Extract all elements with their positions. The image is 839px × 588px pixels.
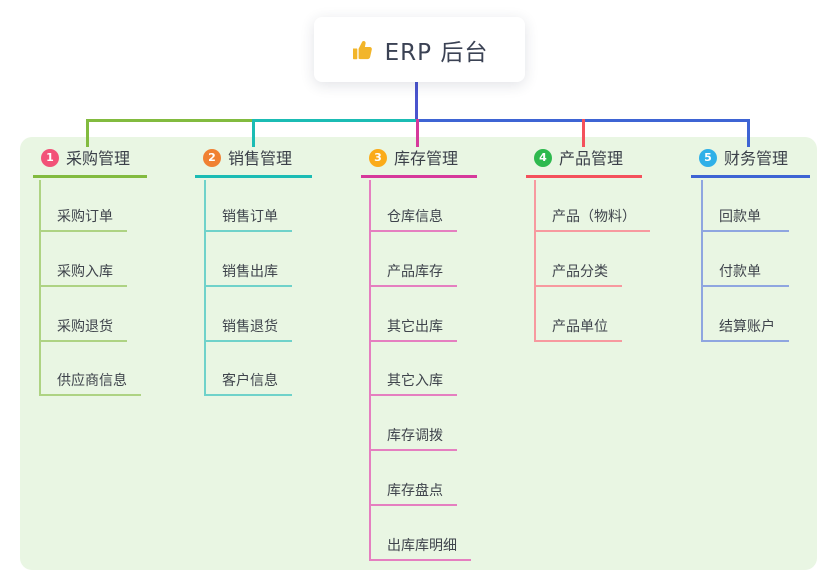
child-item[interactable]: 采购入库: [39, 257, 127, 287]
thumbs-up-icon: [351, 38, 375, 62]
root-title: ERP 后台: [384, 39, 489, 66]
branch-label: 财务管理: [724, 149, 789, 168]
badge-5: 5: [699, 149, 717, 167]
root-node[interactable]: ERP 后台: [314, 17, 525, 82]
branches-panel: [20, 137, 817, 570]
branch-spine: [39, 180, 41, 397]
badge-3: 3: [369, 149, 387, 167]
branch-title-purchase[interactable]: 1 采购管理: [33, 148, 147, 178]
badge-1: 1: [41, 149, 59, 167]
branch-label: 采购管理: [66, 149, 131, 168]
child-item[interactable]: 销售出库: [204, 257, 292, 287]
child-item[interactable]: 客户信息: [204, 366, 292, 397]
child-item[interactable]: 产品（物料）: [534, 202, 650, 232]
branch-spine: [701, 180, 703, 342]
branch-title-sales[interactable]: 2 销售管理: [195, 148, 312, 178]
branch-title-finance[interactable]: 5 财务管理: [691, 148, 810, 178]
child-item[interactable]: 销售退货: [204, 312, 292, 342]
child-item[interactable]: 产品库存: [369, 257, 457, 287]
branch-spine: [204, 180, 206, 397]
child-item[interactable]: 产品单位: [534, 312, 622, 342]
connector-line: [415, 82, 418, 122]
badge-2: 2: [203, 149, 221, 167]
connector-line: [86, 119, 254, 122]
connector-line: [416, 119, 749, 122]
child-item[interactable]: 其它入库: [369, 366, 457, 397]
child-item[interactable]: 仓库信息: [369, 202, 457, 232]
branch-title-product[interactable]: 4 产品管理: [526, 148, 642, 178]
badge-4: 4: [534, 149, 552, 167]
child-item[interactable]: 库存调拨: [369, 421, 457, 452]
child-item[interactable]: 出库库明细: [369, 531, 471, 561]
child-item[interactable]: 结算账户: [701, 312, 789, 342]
branch-title-inventory[interactable]: 3 库存管理: [361, 148, 477, 178]
connector-line: [252, 119, 418, 122]
child-item[interactable]: 库存盘点: [369, 476, 457, 506]
child-item[interactable]: 采购退货: [39, 312, 127, 342]
child-item[interactable]: 采购订单: [39, 202, 127, 232]
child-item[interactable]: 其它出库: [369, 312, 457, 342]
branch-label: 库存管理: [394, 149, 459, 168]
child-item[interactable]: 付款单: [701, 257, 789, 287]
branch-spine: [369, 180, 371, 561]
branch-label: 销售管理: [228, 149, 293, 168]
child-item[interactable]: 产品分类: [534, 257, 622, 287]
branch-spine: [534, 180, 536, 342]
child-item[interactable]: 供应商信息: [39, 366, 141, 397]
child-item[interactable]: 回款单: [701, 202, 789, 232]
branch-label: 产品管理: [559, 149, 624, 168]
child-item[interactable]: 销售订单: [204, 202, 292, 232]
